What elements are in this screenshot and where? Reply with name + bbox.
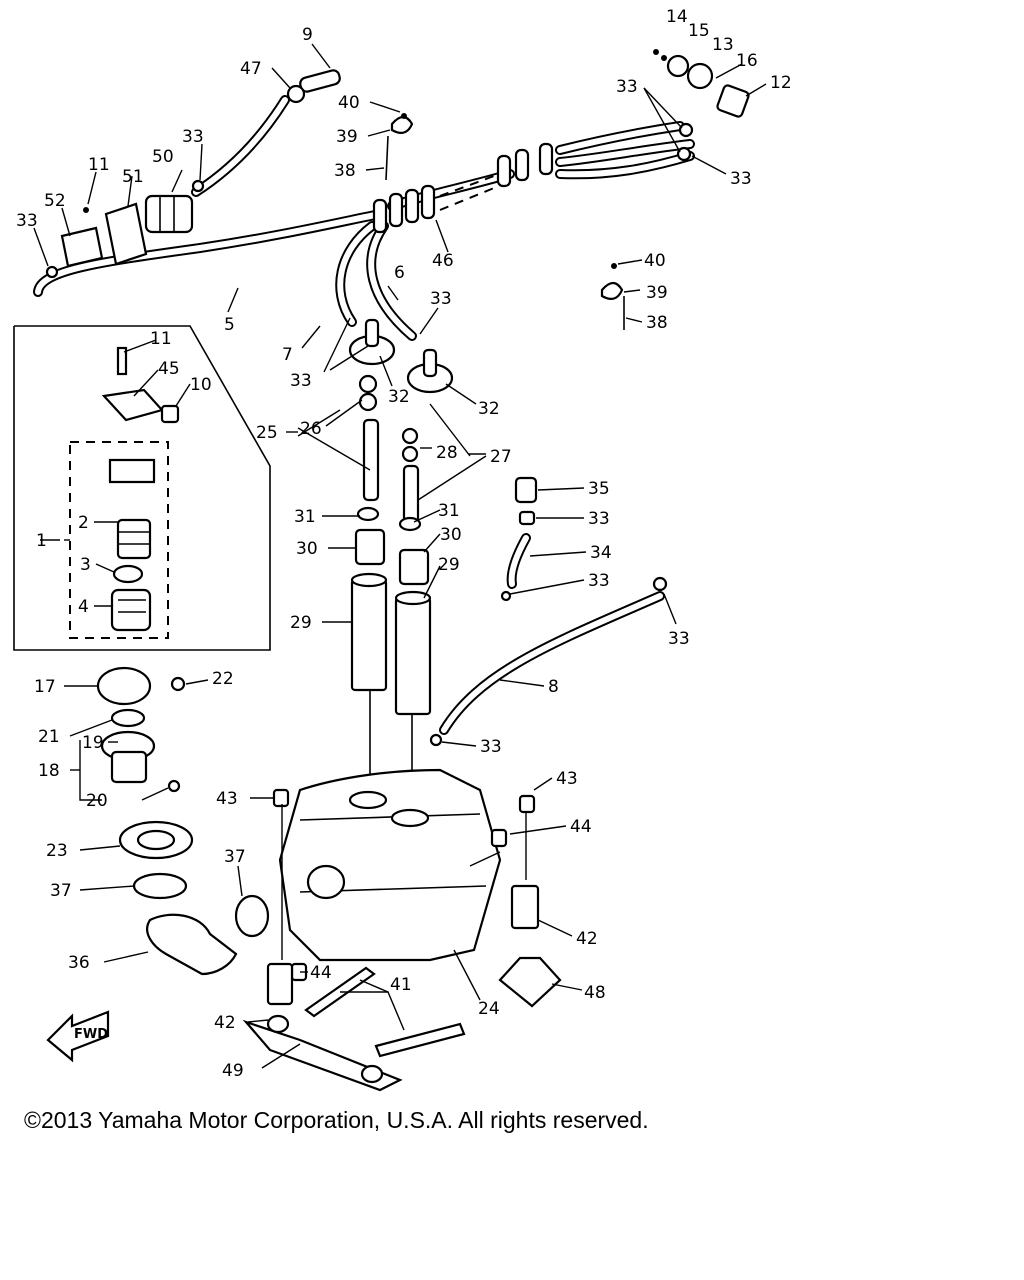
callout-23: 23 xyxy=(46,841,68,861)
callout-18: 18 xyxy=(38,761,60,781)
hose-clamp xyxy=(385,113,625,330)
copyright-notice: ©2013 Yamaha Motor Corporation, U.S.A. A… xyxy=(24,1107,649,1133)
callout-33-hose: 33 xyxy=(430,289,452,309)
callout-36: 36 xyxy=(68,953,90,973)
callout-19: 19 xyxy=(82,733,104,753)
callout-9: 9 xyxy=(302,25,313,45)
callout-33-left: 33 xyxy=(16,211,38,231)
callout-43-left: 43 xyxy=(216,789,238,809)
callout-7: 7 xyxy=(282,345,293,365)
callout-33-breather: 33 xyxy=(588,571,610,591)
fuel-filter-mount xyxy=(45,179,205,279)
filler-cap-assembly xyxy=(96,666,270,976)
callout-33-tank: 33 xyxy=(480,737,502,757)
callout-39-lower: 39 xyxy=(646,283,668,303)
fuel-joint-assembly xyxy=(653,49,750,162)
callout-33-pickup: 33 xyxy=(290,371,312,391)
callout-15: 15 xyxy=(688,21,710,41)
callout-44-right: 44 xyxy=(570,817,592,837)
callout-29-right: 29 xyxy=(438,555,460,575)
fuel-hoses xyxy=(33,95,695,735)
callout-20: 20 xyxy=(86,791,108,811)
forward-label: FWD xyxy=(74,1027,108,1042)
callout-22: 22 xyxy=(212,669,234,689)
callout-8: 8 xyxy=(548,677,559,697)
fuel-tank xyxy=(272,768,536,982)
callout-50: 50 xyxy=(152,147,174,167)
callout-3: 3 xyxy=(80,555,91,575)
callout-30-right: 30 xyxy=(440,525,462,545)
callout-25: 25 xyxy=(256,423,278,443)
hose-bands xyxy=(372,142,554,234)
callout-11-upper: 11 xyxy=(88,155,110,175)
callout-10: 10 xyxy=(190,375,212,395)
callout-5: 5 xyxy=(224,315,235,335)
callout-30-left: 30 xyxy=(296,539,318,559)
callout-32-right: 32 xyxy=(478,399,500,419)
callout-34: 34 xyxy=(590,543,612,563)
callout-46: 46 xyxy=(432,251,454,271)
callout-47: 47 xyxy=(240,59,262,79)
callout-26: 26 xyxy=(300,419,322,439)
callout-44-left: 44 xyxy=(310,963,332,983)
callout-37-lower: 37 xyxy=(50,881,72,901)
callout-29-left: 29 xyxy=(290,613,312,633)
callout-6: 6 xyxy=(394,263,405,283)
callout-14: 14 xyxy=(666,7,688,27)
callout-38-lower: 38 xyxy=(646,313,668,333)
callout-31-right: 31 xyxy=(438,501,460,521)
fuel-system-exploded-diagram: FWD xyxy=(13,7,792,1092)
callout-42-left: 42 xyxy=(214,1013,236,1033)
callout-33-vent: 33 xyxy=(588,509,610,529)
callout-31-left: 31 xyxy=(294,507,316,527)
tank-mounts xyxy=(242,884,562,1092)
callout-41: 41 xyxy=(390,975,412,995)
callout-12: 12 xyxy=(770,73,792,93)
vent-check-valve xyxy=(429,476,668,747)
callout-33-far-right: 33 xyxy=(668,629,690,649)
callout-16: 16 xyxy=(736,51,758,71)
callout-37-upper: 37 xyxy=(224,847,246,867)
callout-38-upper: 38 xyxy=(334,161,356,181)
callout-42-right: 42 xyxy=(576,929,598,949)
callout-32-left: 32 xyxy=(388,387,410,407)
leader-lines xyxy=(33,43,767,1069)
callout-43-right: 43 xyxy=(556,769,578,789)
callout-numbers: 9 47 40 39 38 14 15 13 16 12 33 33 33 33… xyxy=(16,7,792,1081)
callout-33-right: 33 xyxy=(730,169,752,189)
callout-52: 52 xyxy=(44,191,66,211)
callout-45: 45 xyxy=(158,359,180,379)
fuel-cock-box xyxy=(13,325,271,651)
forward-arrow: FWD xyxy=(46,1010,110,1063)
callout-27: 27 xyxy=(490,447,512,467)
callout-2: 2 xyxy=(78,513,89,533)
callout-21: 21 xyxy=(38,727,60,747)
callout-11-box: 11 xyxy=(150,329,172,349)
callout-35: 35 xyxy=(588,479,610,499)
callout-1: 1 xyxy=(36,531,47,551)
hose-joint xyxy=(286,69,341,104)
callout-24: 24 xyxy=(478,999,500,1019)
callout-40-upper: 40 xyxy=(338,93,360,113)
callout-48: 48 xyxy=(584,983,606,1003)
callout-33-filter: 33 xyxy=(182,127,204,147)
callout-40-lower: 40 xyxy=(644,251,666,271)
callout-39-upper: 39 xyxy=(336,127,358,147)
callout-13: 13 xyxy=(712,35,734,55)
callout-17: 17 xyxy=(34,677,56,697)
callout-33-joint: 33 xyxy=(616,77,638,97)
fuel-pickup-assemblies xyxy=(348,318,454,810)
callout-51: 51 xyxy=(122,167,144,187)
callout-4: 4 xyxy=(78,597,89,617)
callout-49: 49 xyxy=(222,1061,244,1081)
callout-28: 28 xyxy=(436,443,458,463)
